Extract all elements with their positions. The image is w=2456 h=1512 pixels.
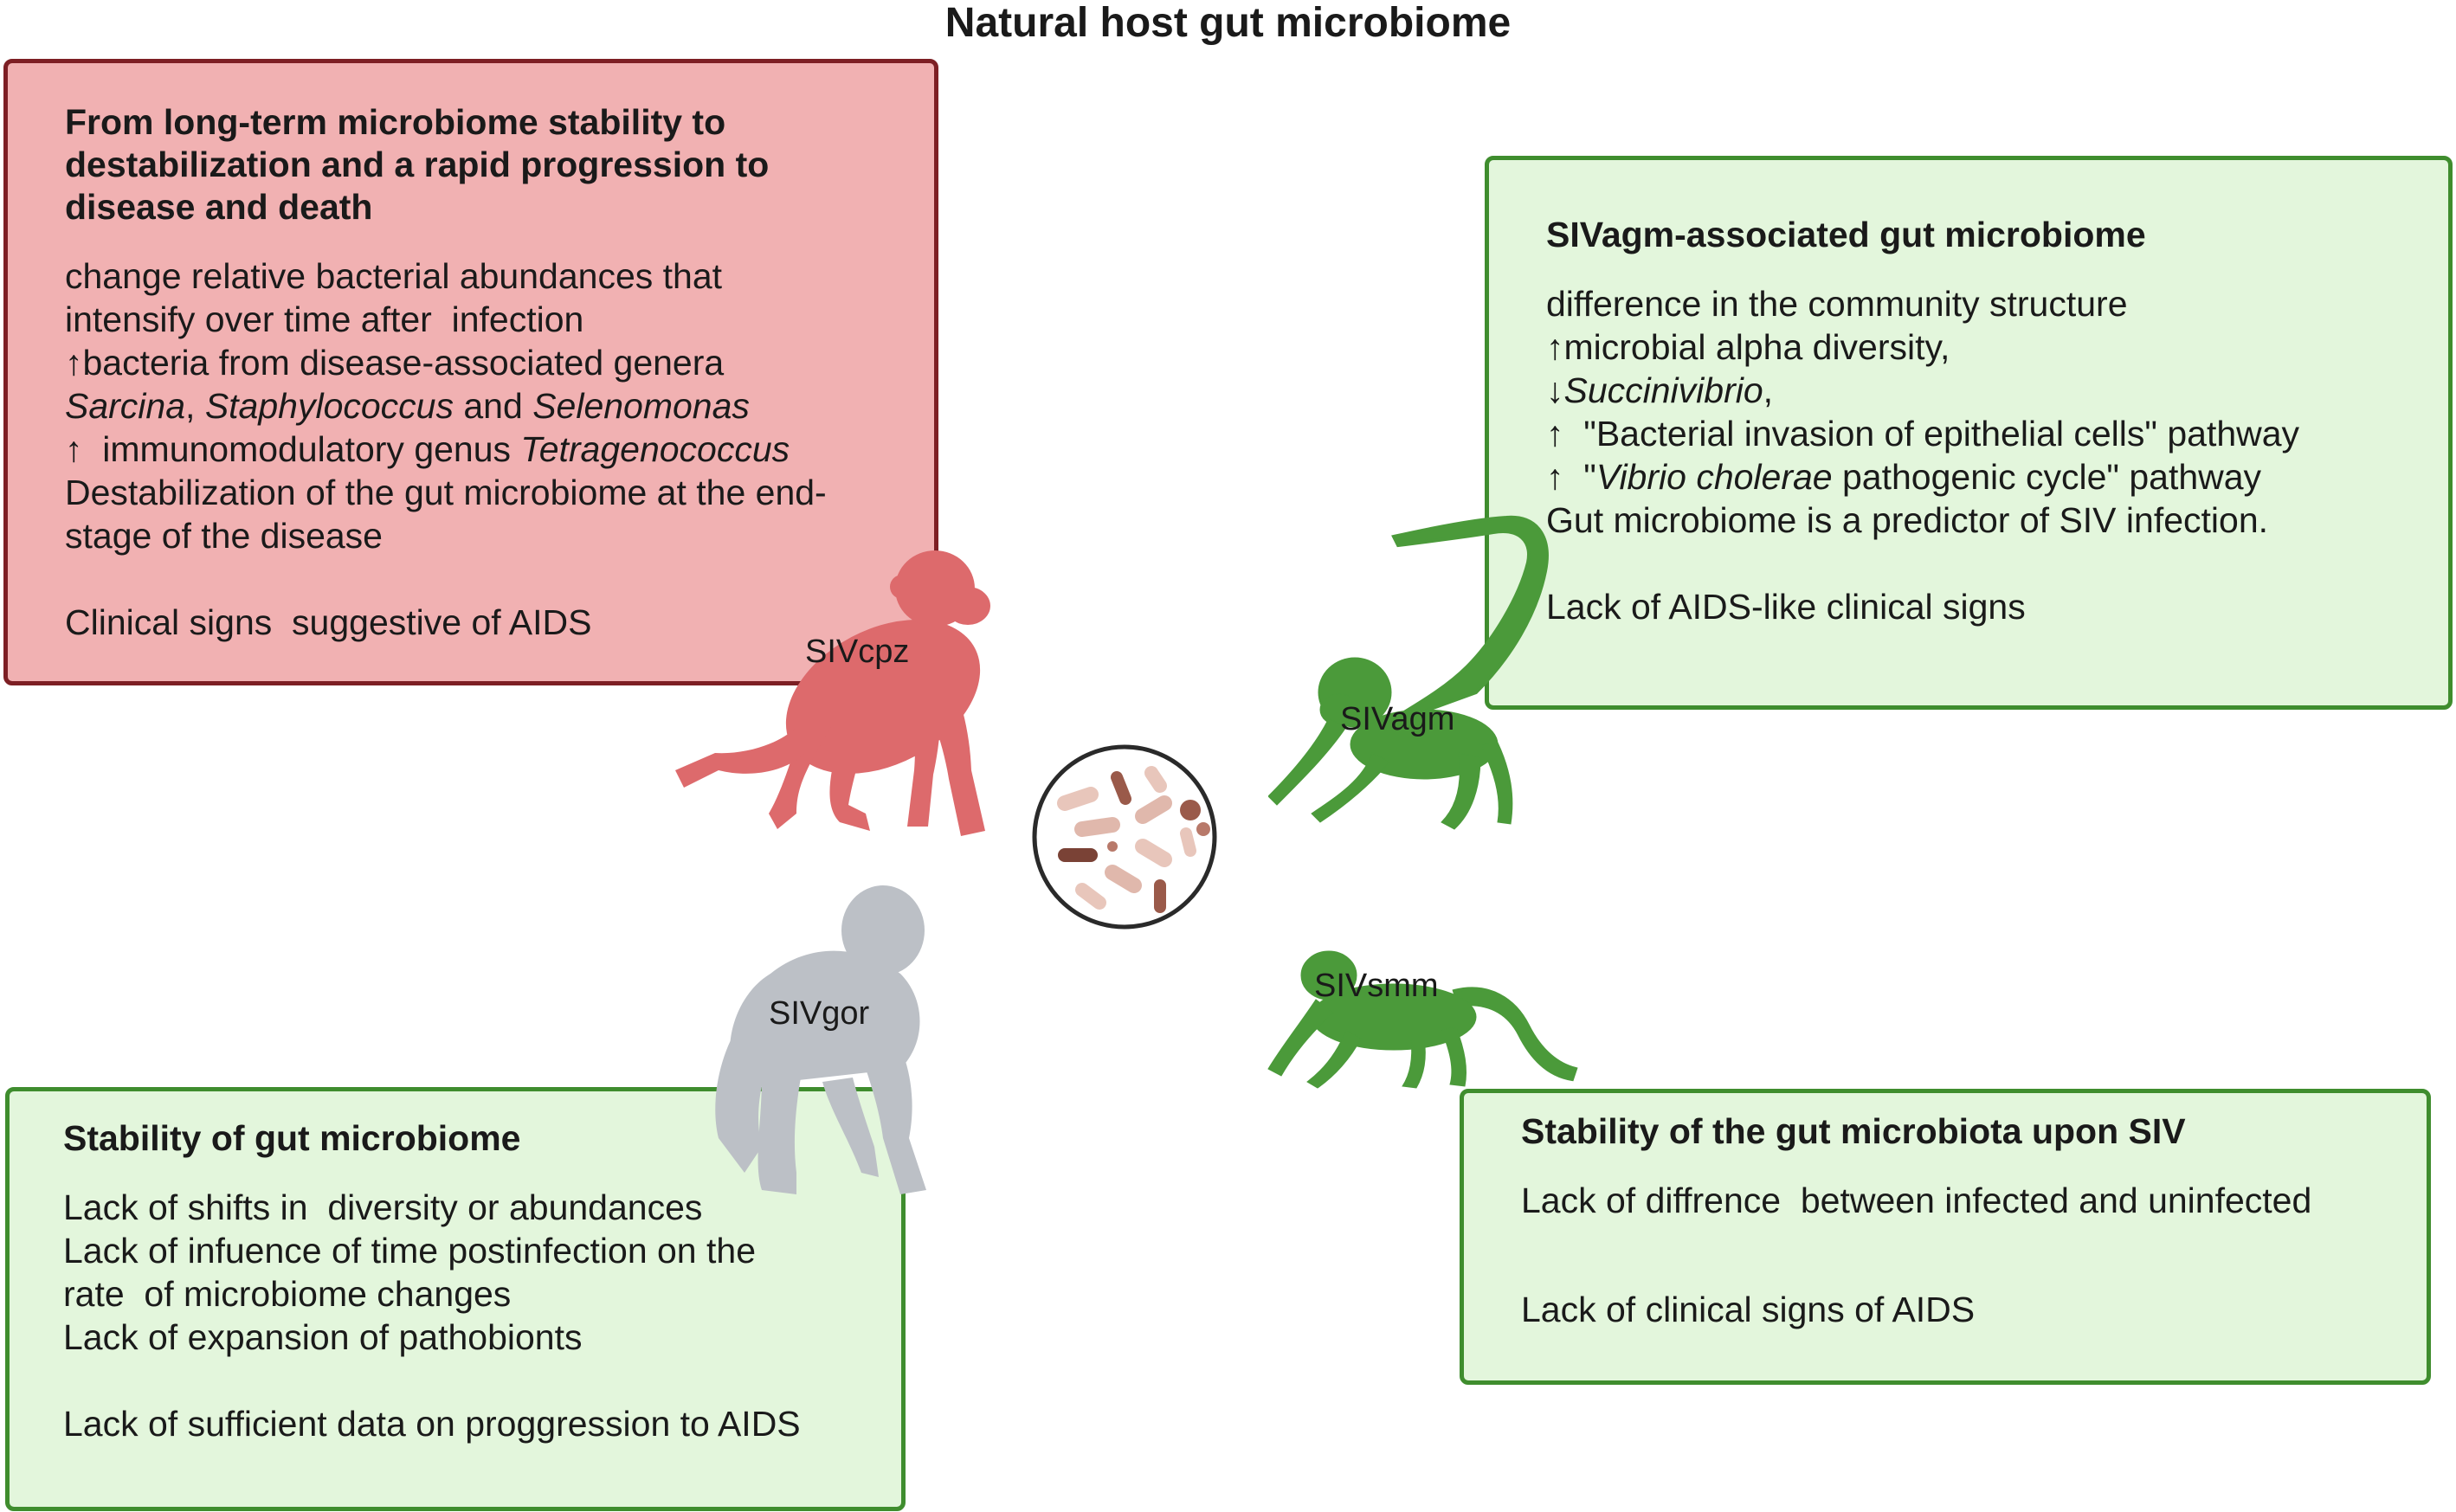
separator: , [185, 386, 205, 426]
sivagm-label: SIVagm [1340, 701, 1455, 737]
sivsmm-text-line1: Lack of diffrence between infected and u… [1521, 1181, 2312, 1220]
sivgor-heading: Stability of gut microbiome [63, 1118, 521, 1158]
sivsmm-heading: Stability of the gut microbiota upon SIV [1521, 1111, 2186, 1151]
chimpanzee-icon [675, 550, 990, 836]
sivcpz-heading-line2: destabilization and a rapid progression … [65, 145, 770, 184]
sivcpz-heading-line3: disease and death [65, 187, 373, 227]
immunomodulatory-text: ↑ immunomodulatory genus [65, 429, 521, 469]
sivagm-text-line1: difference in the community structure [1546, 284, 2128, 324]
sivcpz-text-line6: Destabilization of the gut microbiome at… [65, 473, 827, 512]
down-arrow: ↓ [1546, 370, 1564, 410]
sivgor-label: SIVgor [769, 995, 870, 1032]
sivcpz-text-line4: Sarcina, Staphylococcus and Selenomonas [65, 384, 934, 428]
genus-selenomonas: Selenomonas [532, 386, 750, 426]
sivsmm-text-line2: Lack of clinical signs of AIDS [1521, 1290, 1976, 1329]
sivgor-text-line1: Lack of shifts in diversity or abundance… [63, 1187, 703, 1227]
sivsmm-label: SIVsmm [1314, 968, 1439, 1004]
sivagm-text-line3: ↓Succinivibrio, [1546, 369, 2448, 412]
pathway-text: pathogenic cycle" pathway [1832, 457, 2262, 497]
sivgor-text-line5: Lack of sufficient data on proggression … [63, 1404, 801, 1444]
sivagm-clinical-signs: Lack of AIDS-like clinical signs [1546, 587, 2026, 627]
sivgor-text-line2: Lack of infuence of time postinfection o… [63, 1231, 757, 1271]
sivcpz-label: SIVcpz [805, 634, 910, 670]
sivsmm-info-box: Stability of the gut microbiota upon SIV… [1460, 1089, 2431, 1385]
figure-title: Natural host gut microbiome [944, 0, 1512, 46]
sivagm-info-box: SIVagm-associated gut microbiome differe… [1485, 156, 2453, 710]
up-arrow: ↑ " [1546, 457, 1596, 497]
sivcpz-text-line5: ↑ immunomodulatory genus Tetragenococcus [65, 428, 934, 471]
sooty-mangabey-icon [1267, 950, 1578, 1089]
sivagm-text-line5: ↑ "Vibrio cholerae pathogenic cycle" pat… [1546, 455, 2448, 499]
sivcpz-text-line2: intensify over time after infection [65, 299, 584, 339]
sivcpz-text-line3: ↑bacteria from disease-associated genera [65, 343, 725, 383]
genus-tetragenococcus: Tetragenococcus [520, 429, 790, 469]
sivagm-heading: SIVagm-associated gut microbiome [1546, 215, 2146, 254]
sivagm-text-line4: ↑ "Bacterial invasion of epithelial cell… [1546, 414, 2300, 454]
african-green-monkey-icon [1268, 515, 1549, 830]
genus-staphylococcus: Staphylococcus [204, 386, 454, 426]
gut-bacteria-icon [1032, 744, 1217, 930]
species-vibrio-cholerae: Vibrio cholerae [1595, 457, 1833, 497]
sivagm-text-line6: Gut microbiome is a predictor of SIV inf… [1546, 500, 2269, 540]
sivgor-info-box: Stability of gut microbiome Lack of shif… [5, 1087, 906, 1511]
sivgor-text-line3: rate of microbiome changes [63, 1274, 512, 1314]
sivagm-text-line2: ↑microbial alpha diversity, [1546, 327, 1950, 367]
gorilla-icon [715, 885, 926, 1194]
sivgor-text-line4: Lack of expansion of pathobionts [63, 1317, 583, 1357]
sivcpz-text-line7: stage of the disease [65, 516, 383, 556]
separator: and [453, 386, 533, 426]
genus-succinivibrio: Succinivibrio [1563, 370, 1763, 410]
separator: , [1763, 370, 1774, 410]
sivcpz-clinical-signs: Clinical signs suggestive of AIDS [65, 602, 592, 642]
sivcpz-info-box: From long-term microbiome stability to d… [3, 59, 938, 685]
genus-sarcina: Sarcina [65, 386, 186, 426]
sivcpz-heading-line1: From long-term microbiome stability to [65, 102, 726, 142]
sivcpz-text-line1: change relative bacterial abundances tha… [65, 256, 723, 296]
